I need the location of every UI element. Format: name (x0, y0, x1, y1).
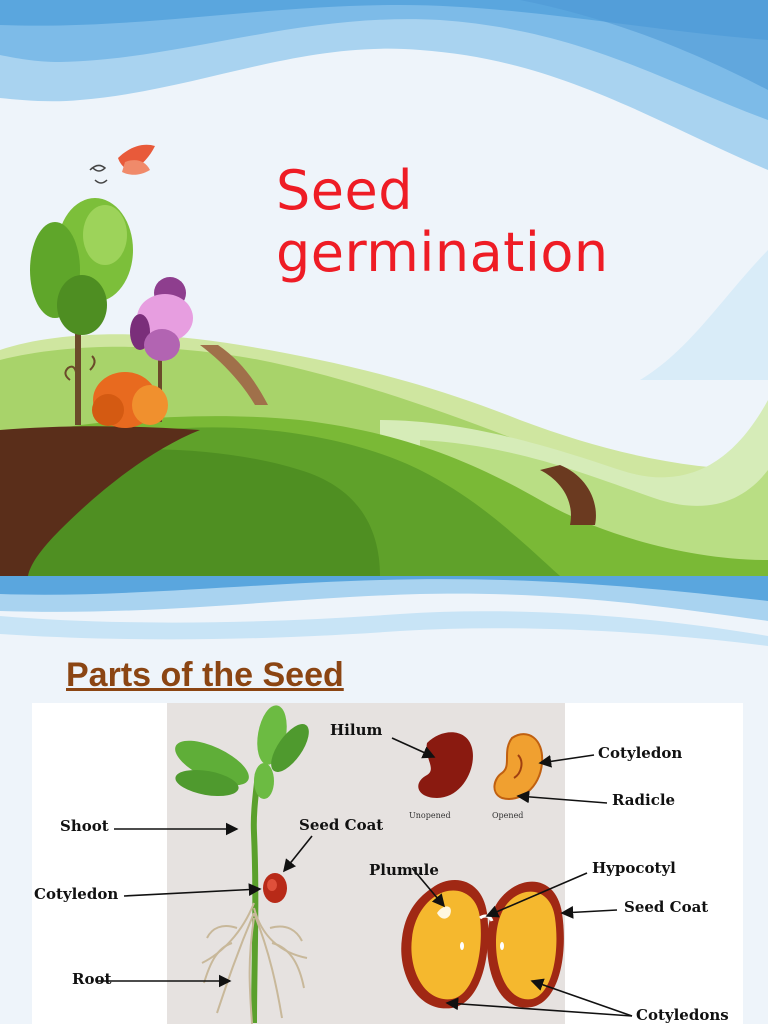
slide-heading: Parts of the Seed (66, 656, 344, 694)
label-root: Root (72, 970, 112, 988)
seed-parts-diagram: Shoot Seed Coat Cotyledon Root Hilum Uno… (32, 703, 743, 1024)
label-opened: Opened (492, 811, 524, 820)
title-slide: Seed germination (0, 0, 768, 576)
seed-diagram-artwork (98, 705, 633, 1024)
label-hilum: Hilum (330, 721, 383, 739)
parts-of-seed-slide: Parts of the Seed (0, 576, 768, 1024)
sky-header-decoration (0, 576, 768, 646)
title-line-1: Seed (276, 159, 413, 222)
label-cotyledon-right: Cotyledon (598, 744, 683, 762)
landscape-illustration (0, 0, 768, 576)
label-cotyledon-left: Cotyledon (34, 885, 119, 903)
title-line-2: germination (276, 221, 609, 284)
label-cotyledons: Cotyledons (636, 1006, 729, 1024)
label-hypocotyl: Hypocotyl (592, 859, 676, 877)
label-radicle: Radicle (612, 791, 676, 809)
label-plumule: Plumule (369, 861, 439, 879)
label-seed-coat-right: Seed Coat (624, 898, 709, 916)
slide-title: Seed germination (276, 160, 609, 284)
label-shoot: Shoot (60, 817, 109, 835)
label-seed-coat-left: Seed Coat (299, 816, 384, 834)
label-unopened: Unopened (409, 811, 451, 820)
